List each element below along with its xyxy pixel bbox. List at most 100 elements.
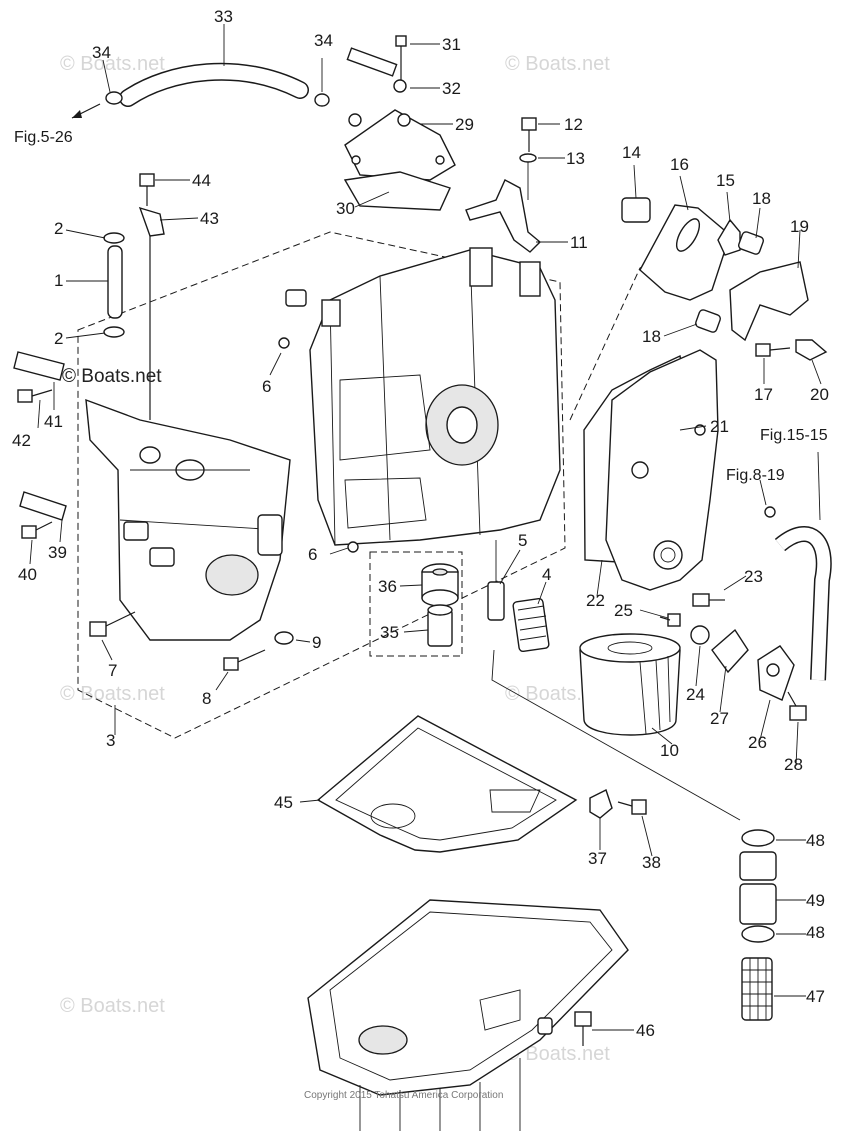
fitting xyxy=(285,289,307,307)
breather-cover xyxy=(344,109,456,181)
bolt-head xyxy=(17,389,33,403)
part-number-label: 42 xyxy=(12,431,31,450)
oil-pan xyxy=(307,899,629,1131)
leader-lines xyxy=(29,24,822,1031)
oil-pan-gasket-group xyxy=(316,715,578,853)
hose-clamp xyxy=(741,829,775,847)
part-number-label: 47 xyxy=(806,987,825,1006)
hose-clip xyxy=(105,91,123,105)
fig-15-15-reference[interactable]: Fig.15-15 xyxy=(760,427,828,444)
hanger-bracket xyxy=(465,179,542,253)
part-number-label: 17 xyxy=(754,385,773,404)
part-number-label: 40 xyxy=(18,565,37,584)
part-number-label: 1 xyxy=(54,271,63,290)
collar xyxy=(695,309,721,333)
fig-5-26-reference[interactable]: Fig.5-26 xyxy=(14,129,73,146)
clip xyxy=(103,326,125,338)
oil-filter-group xyxy=(579,506,807,736)
manifold xyxy=(85,398,291,641)
cover-gasket xyxy=(343,171,451,211)
clamp xyxy=(138,206,165,237)
bracket xyxy=(639,204,731,301)
plate-bracket xyxy=(729,261,809,342)
watermark-layer: © Boats.net © Boats.net © Boats.net © Bo… xyxy=(60,53,610,1065)
subassembly-outline xyxy=(369,551,463,657)
bolt-head xyxy=(21,525,37,539)
water-hose xyxy=(775,527,831,681)
part-number-label: 46 xyxy=(636,1021,655,1040)
watermark-overlay: © Boats.net xyxy=(62,366,162,387)
oil-strainer xyxy=(741,957,773,1021)
part-number-label: 32 xyxy=(442,79,461,98)
part-number-label: 37 xyxy=(588,849,607,868)
copyright-notice: Copyright 2015 Tohatsu America Corporati… xyxy=(304,1090,503,1101)
hose-clip xyxy=(314,93,330,107)
part-number-label: 18 xyxy=(642,327,661,346)
part-number-label: 21 xyxy=(710,417,729,436)
part-number-label: 6 xyxy=(308,545,317,564)
manifold-port xyxy=(205,554,259,596)
part-number-label: 18 xyxy=(752,189,771,208)
hanger-bracket-group xyxy=(465,117,542,253)
label-plate xyxy=(19,491,67,521)
oil-pan-gasket xyxy=(316,715,578,853)
figure-references: Fig.5-26 Fig.15-15 Fig.8-19 xyxy=(14,129,828,484)
clamp-group xyxy=(589,789,647,819)
watermark: © Boats.net xyxy=(60,995,165,1017)
sensor xyxy=(621,197,651,223)
fig-8-19-reference[interactable]: Fig.8-19 xyxy=(726,467,785,484)
part-number-label: 23 xyxy=(744,567,763,586)
part-number-label: 5 xyxy=(518,531,527,550)
part-number-label: 6 xyxy=(262,377,271,396)
part-number-label: 7 xyxy=(108,661,117,680)
part-number-label: 30 xyxy=(336,199,355,218)
washer xyxy=(274,631,294,645)
part-number-label: 11 xyxy=(570,233,588,252)
part-number-label: 38 xyxy=(642,853,661,872)
side-cover-group xyxy=(583,349,719,591)
part-number-label: 13 xyxy=(566,149,585,168)
hose xyxy=(739,883,777,925)
part-number-label: 3 xyxy=(106,731,115,750)
pipe xyxy=(107,245,123,319)
part-number-label: 34 xyxy=(314,31,333,50)
part-number-label: 49 xyxy=(806,891,825,910)
gasket xyxy=(711,628,749,674)
part-number-label: 19 xyxy=(790,217,809,236)
part-number-label: 43 xyxy=(200,209,219,228)
part-number-label: 35 xyxy=(380,623,399,642)
bolt-head xyxy=(223,657,239,671)
watermark: © Boats.net xyxy=(60,683,165,705)
bolt-head xyxy=(692,593,710,607)
watermark: © Boats.net xyxy=(505,1043,610,1065)
bushing-holder xyxy=(717,218,741,256)
part-number-label: 22 xyxy=(586,591,605,610)
part-number-label: 24 xyxy=(686,685,705,704)
part-number-label: 41 xyxy=(44,412,63,431)
bolt-head xyxy=(89,621,107,637)
collar xyxy=(738,231,764,255)
thermostat-group xyxy=(487,540,550,653)
part-number-label: 36 xyxy=(378,577,397,596)
part-number-label: 48 xyxy=(806,831,825,850)
bolt-head xyxy=(755,343,771,357)
part-number-label: 28 xyxy=(784,755,803,774)
part-number-label: 26 xyxy=(748,733,767,752)
part-labels: 33 34 34 31 32 29 30 12 13 11 44 43 2 1 … xyxy=(12,7,829,1040)
part-number-label: 2 xyxy=(54,329,63,348)
washer xyxy=(393,79,407,93)
dowel-pin xyxy=(278,337,290,349)
breather-cover-group xyxy=(343,35,456,211)
part-number-label: 8 xyxy=(202,689,211,708)
spring xyxy=(512,597,550,653)
part-number-label: 48 xyxy=(806,923,825,942)
part-number-label: 20 xyxy=(810,385,829,404)
clamp xyxy=(589,789,613,819)
clip xyxy=(103,232,125,244)
water-hose-group xyxy=(774,451,832,681)
breather-hose xyxy=(120,64,308,106)
part-number-label: 16 xyxy=(670,155,689,174)
bolt-head xyxy=(789,705,807,721)
cover-plate xyxy=(346,47,398,77)
